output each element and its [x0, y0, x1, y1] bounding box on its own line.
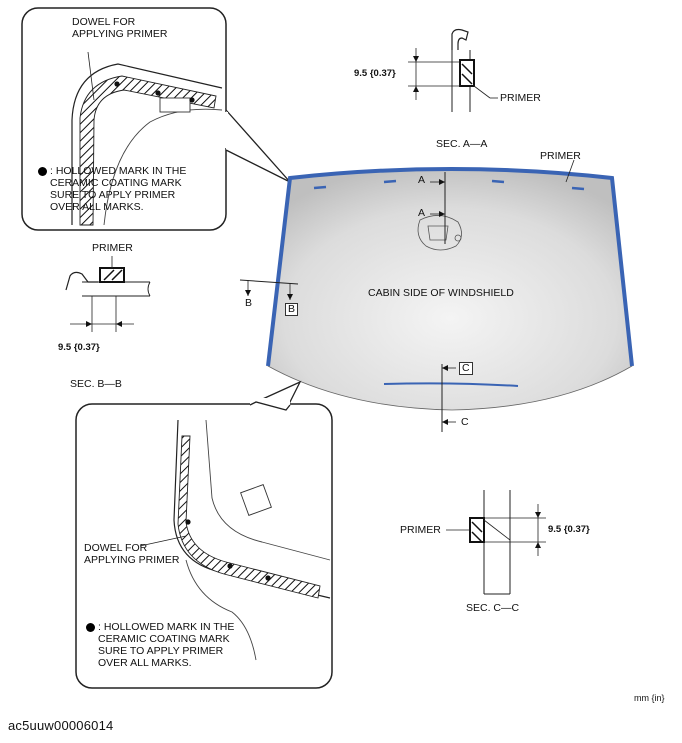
section-a-marker-bottom: A: [418, 207, 426, 219]
top-left-hollow-dot: [114, 81, 120, 87]
windshield-top-mark: [491, 179, 505, 184]
bottom-left-small-rect: [240, 484, 272, 516]
section-b-detail: [65, 256, 151, 332]
top-left-hollow-dot: [189, 97, 195, 103]
section-a-dimension: 9.5 {0.37}: [354, 68, 396, 79]
section-c-primer-label: PRIMER: [400, 524, 441, 536]
section-c-primer-box: [469, 517, 485, 543]
section-b-cut-line: [239, 279, 299, 285]
windshield-primer-leader: [565, 159, 575, 183]
windshield-label: CABIN SIDE OF WINDSHIELD: [368, 287, 514, 299]
section-b-caption: SEC. B—B: [70, 378, 122, 390]
bottom-left-primer-band: [177, 435, 321, 599]
windshield-top-mark: [571, 186, 585, 191]
top-left-callout-pointer: [225, 109, 291, 183]
windshield-top-mark: [313, 185, 327, 190]
top-left-small-rect: [159, 97, 191, 113]
section-a-caption: SEC. A—A: [436, 138, 488, 150]
section-c-marker-top: C: [459, 362, 473, 375]
figure-id: ac5uuw00006014: [8, 718, 114, 733]
top-left-dowel-leader: [87, 51, 95, 101]
section-a-trim: [451, 28, 469, 50]
bottom-left-body-line: [185, 559, 257, 661]
section-b-marker-left: B: [245, 297, 253, 309]
bottom-left-hollow-dot: [265, 575, 271, 581]
top-left-hollowed-mark-note: : HOLLOWED MARK IN THE CERAMIC COATING M…: [50, 165, 187, 213]
section-b-trim: [65, 271, 98, 291]
units-label: mm {in}: [634, 693, 665, 703]
bottom-left-dowel-leader: [139, 535, 187, 547]
bottom-left-hollow-dot: [185, 519, 191, 525]
windshield-primer-label: PRIMER: [540, 150, 581, 162]
section-c-marker-bottom: C: [461, 416, 469, 428]
top-left-hollow-dot: [155, 90, 161, 96]
section-c-detail: [446, 490, 546, 595]
bottom-left-callout-frame: [75, 403, 333, 689]
windshield-primer-outline: [266, 167, 634, 367]
section-b-primer-label: PRIMER: [92, 242, 133, 254]
bottom-left-hollow-dot: [227, 563, 233, 569]
top-left-primer-band: [79, 75, 217, 226]
windshield-top-mark: [383, 179, 397, 184]
section-b-marker-right: B: [285, 303, 299, 316]
bottom-left-dowel-label: DOWEL FOR APPLYING PRIMER: [84, 542, 180, 566]
section-c-caption: SEC. C—C: [466, 602, 520, 614]
section-a-primer-leader: [473, 85, 491, 99]
top-left-dowel-label: DOWEL FOR APPLYING PRIMER: [72, 16, 168, 40]
top-left-inner-line: [103, 108, 223, 226]
hollow-mark-bullet-icon: [86, 623, 95, 632]
bottom-left-inner-line: [205, 419, 331, 561]
section-b-dimension: 9.5 {0.37}: [58, 342, 100, 353]
top-left-glass-edge: [71, 63, 223, 225]
section-a-primer-label: PRIMER: [500, 92, 541, 104]
section-a-detail: [408, 28, 498, 112]
mirror-mount: [417, 215, 462, 251]
section-c-dimension: 9.5 {0.37}: [548, 524, 590, 535]
bottom-left-hollowed-mark-note: : HOLLOWED MARK IN THE CERAMIC COATING M…: [98, 621, 235, 669]
windshield-bottom-arc: [383, 382, 519, 387]
section-a-marker-top: A: [418, 174, 426, 186]
bottom-left-callout: [75, 398, 333, 689]
windshield: [239, 159, 634, 432]
hollow-mark-bullet-icon: [38, 167, 47, 176]
